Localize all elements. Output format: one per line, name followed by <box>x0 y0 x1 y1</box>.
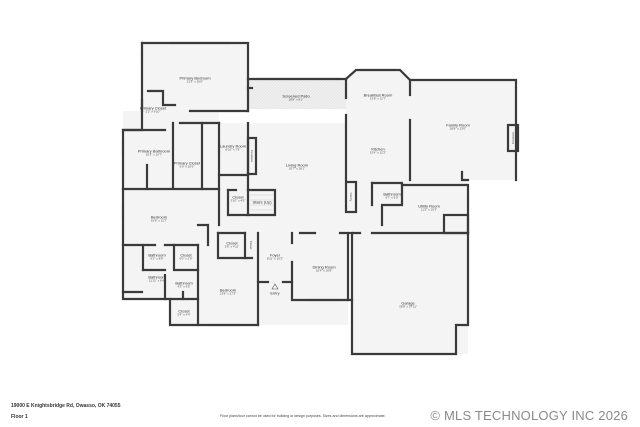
room-label-bedroom-2: Bedroom 13'8" x 17'3" <box>219 287 237 296</box>
room-label-entry: Entry <box>270 290 280 296</box>
room-label-pantry: Pantry <box>349 192 353 202</box>
room-label-closet-hall: Closet 6'0" x 2'9" <box>179 252 193 261</box>
room-label-closet-stairs: Closet 3'10" x 4'5" <box>230 194 246 203</box>
floor-label: Floor 1 <box>11 414 28 420</box>
stairs-treads <box>250 194 274 211</box>
room-label-primary-bathroom: Primary Bathroom 16'1" x 10'7" <box>137 148 171 157</box>
room-label-bathroom-3: Bathroom 4'3" x 6'5" <box>175 280 193 289</box>
entry-arrow-icon <box>271 283 279 290</box>
room-label-family-room: Family Room 28'8" x 23'0" <box>446 122 470 131</box>
room-label-bedroom-1: Bedroom 16'8" x 11'7" <box>150 214 168 223</box>
walls <box>121 41 520 356</box>
room-label-breakfast-room: Breakfast Room 13'8" x 11'7" <box>363 92 393 101</box>
room-label-utility-room: Utility Room 11'2" x 10'3" <box>418 203 440 212</box>
room-label-primary-closet-2: Primary Closet 6'0" x 10'6" <box>173 160 201 169</box>
room-label-kitchen: Kitchen 13'4" x 12'2" <box>369 146 387 155</box>
room-label-laundry-room: Laundry Room 6'10" x 7'6" <box>219 143 247 152</box>
room-label-stairs: Stairs (Up) <box>252 199 272 205</box>
room-label-foyer: Foyer 8'11" x 10'3" <box>266 252 284 261</box>
room-label-primary-bedroom: Primary Bedroom 21'3" x 20'0" <box>179 75 211 84</box>
room-label-garage: Garage 38'8" x 37'11" <box>399 300 417 309</box>
room-label-closet-foyer: Closet 5'6" x 4'11" <box>224 240 240 249</box>
fireplace-label-living: Fireplace <box>250 149 254 163</box>
room-label-primary-closet-1: Primary Closet 5'2" x 6'10" <box>139 105 167 114</box>
room-fills <box>123 43 516 354</box>
room-label-closet-bedroom: Closet 5'4" x 4'4" <box>177 308 191 317</box>
room-label-closet-narrow: Closet <box>249 240 253 250</box>
room-label-bathroom-kitchen: Bathroom 6'7" x 6'0" <box>383 191 401 200</box>
room-label-bathroom-hall: Bathroom 6'2" x 8'8" <box>148 252 166 261</box>
room-label-bathroom-2: Bathroom 11'11" x 6'4" <box>148 274 166 283</box>
fireplace-label-family: Fireplace <box>511 131 515 145</box>
property-address: 19000 E Knightsbridge Rd, Owasso, OK 740… <box>11 403 121 409</box>
disclaimer-text: Floor plans/tour cannot be used for buil… <box>220 414 386 418</box>
copyright-watermark: © MLS TECHNOLOGY INC 2026 <box>430 408 628 423</box>
room-label-living-room: Living Room 20'7" x 26'1" <box>285 162 309 171</box>
room-label-dining-room: Dining Room 15'4" x 16'8" <box>312 264 336 273</box>
room-label-screened-patio: Screened Patio 28'8" x 8'1" <box>282 93 310 102</box>
